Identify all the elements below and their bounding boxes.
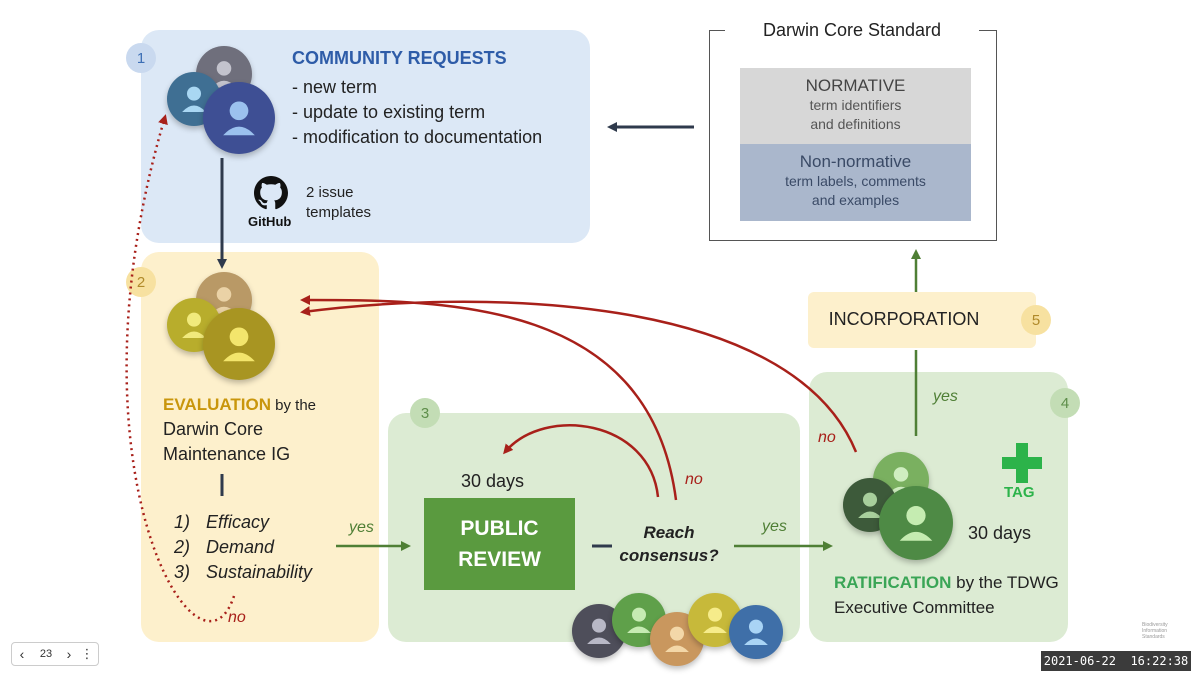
criterion-item: 3) Sustainability — [174, 560, 312, 585]
no-label: no — [818, 429, 836, 446]
list-item: - update to existing term — [292, 102, 486, 122]
step-number-5: 5 — [1021, 305, 1051, 335]
list-item: - modification to documentation — [292, 127, 543, 147]
non-normative-panel: Non-normative term labels, comments and … — [740, 144, 971, 221]
non-normative-line: term labels, comments — [785, 173, 926, 189]
criterion-number: 2) — [174, 537, 191, 557]
timestamp: 2021-06-22 16:22:38 — [1041, 651, 1191, 671]
public-review-block: PUBLIC REVIEW — [424, 498, 575, 590]
step-number-2: 2 — [126, 267, 156, 297]
person-icon — [572, 604, 626, 658]
standard-frame-top-left — [709, 30, 725, 31]
plus-icon — [1002, 443, 1042, 483]
consensus-line: consensus? — [619, 546, 719, 565]
logo-line: Information — [1142, 628, 1168, 634]
ratification-title: RATIFICATION — [834, 573, 952, 592]
more-options-icon[interactable]: ⋮ — [80, 646, 94, 661]
criterion-item: 2) Demand — [174, 535, 312, 560]
issue-templates-line: 2 issue — [306, 184, 354, 201]
logo-line: Standards — [1142, 634, 1165, 640]
yes-label: yes — [933, 388, 958, 405]
tag-label: TAG — [1004, 484, 1035, 501]
yes-label: yes — [762, 518, 787, 535]
darwin-core-standard-frame — [709, 30, 997, 241]
community-requests-title: COMMUNITY REQUESTS — [292, 48, 507, 68]
review-days: 30 days — [461, 471, 525, 491]
slide-navigation: ‹ 23 › ⋮ — [11, 642, 99, 666]
public-review-line: PUBLIC — [460, 517, 539, 540]
step-number-1: 1 — [126, 43, 156, 73]
criterion-item: 1) Efficacy — [174, 510, 312, 535]
ratification-days: 30 days — [968, 523, 1032, 543]
non-normative-title: Non-normative — [799, 152, 912, 171]
community-requests-list: - new term - update to existing term - m… — [292, 75, 542, 150]
issue-templates-label: 2 issue templates — [306, 183, 371, 223]
consensus-line: Reach — [643, 523, 695, 542]
no-label: no — [228, 609, 246, 626]
step-number-4: 4 — [1050, 388, 1080, 418]
tdwg-logo: Biodiversity Information Standards — [1142, 622, 1168, 640]
evaluation-heading: EVALUATION by the — [163, 395, 316, 415]
criterion-label: Sustainability — [206, 562, 313, 582]
list-item: - new term — [292, 77, 378, 97]
evaluation-line: Maintenance IG — [163, 444, 291, 464]
evaluation-by: by the — [270, 397, 317, 414]
criterion-label: Efficacy — [206, 512, 270, 532]
person-icon — [203, 308, 275, 380]
logo-line: Biodiversity — [1142, 622, 1168, 628]
evaluation-title: EVALUATION — [163, 395, 271, 414]
evaluation-body: Darwin Core Maintenance IG — [163, 417, 290, 467]
standard-frame-top-right — [979, 30, 996, 31]
person-icon — [729, 605, 783, 659]
yes-label: yes — [349, 519, 374, 536]
non-normative-line: and examples — [811, 192, 900, 208]
normative-panel: NORMATIVE term identifiers and definitio… — [740, 68, 971, 144]
incorporation-title: INCORPORATION — [828, 309, 980, 329]
criterion-number: 3) — [174, 562, 191, 582]
normative-title: NORMATIVE — [805, 76, 906, 95]
person-icon — [203, 82, 275, 154]
github-icon — [254, 176, 288, 210]
person-icon — [879, 486, 953, 560]
previous-slide-button[interactable]: ‹ — [19, 646, 25, 662]
issue-templates-line: templates — [306, 204, 372, 221]
evaluation-line: Darwin Core — [163, 419, 264, 439]
next-slide-button[interactable]: › — [66, 646, 72, 662]
normative-line: and definitions — [810, 116, 901, 132]
evaluation-criteria: 1) Efficacy 2) Demand 3) Sustainability — [174, 510, 312, 585]
normative-line: term identifiers — [809, 97, 902, 113]
public-review-line: REVIEW — [458, 548, 541, 571]
criterion-label: Demand — [206, 537, 275, 557]
ratification-heading: RATIFICATION by the TDWG — [834, 573, 1059, 593]
criterion-number: 1) — [174, 512, 191, 532]
slide-number-field[interactable]: 23 — [39, 648, 53, 660]
darwin-core-standard-title: Darwin Core Standard — [728, 20, 976, 41]
reach-consensus-question: Reach consensus? — [614, 521, 724, 567]
step-number-3: 3 — [410, 398, 440, 428]
ratification-by: by the TDWG — [951, 573, 1059, 592]
no-label: no — [685, 471, 703, 488]
ratification-line2: Executive Committee — [834, 598, 995, 617]
github-label: GitHub — [248, 214, 292, 229]
